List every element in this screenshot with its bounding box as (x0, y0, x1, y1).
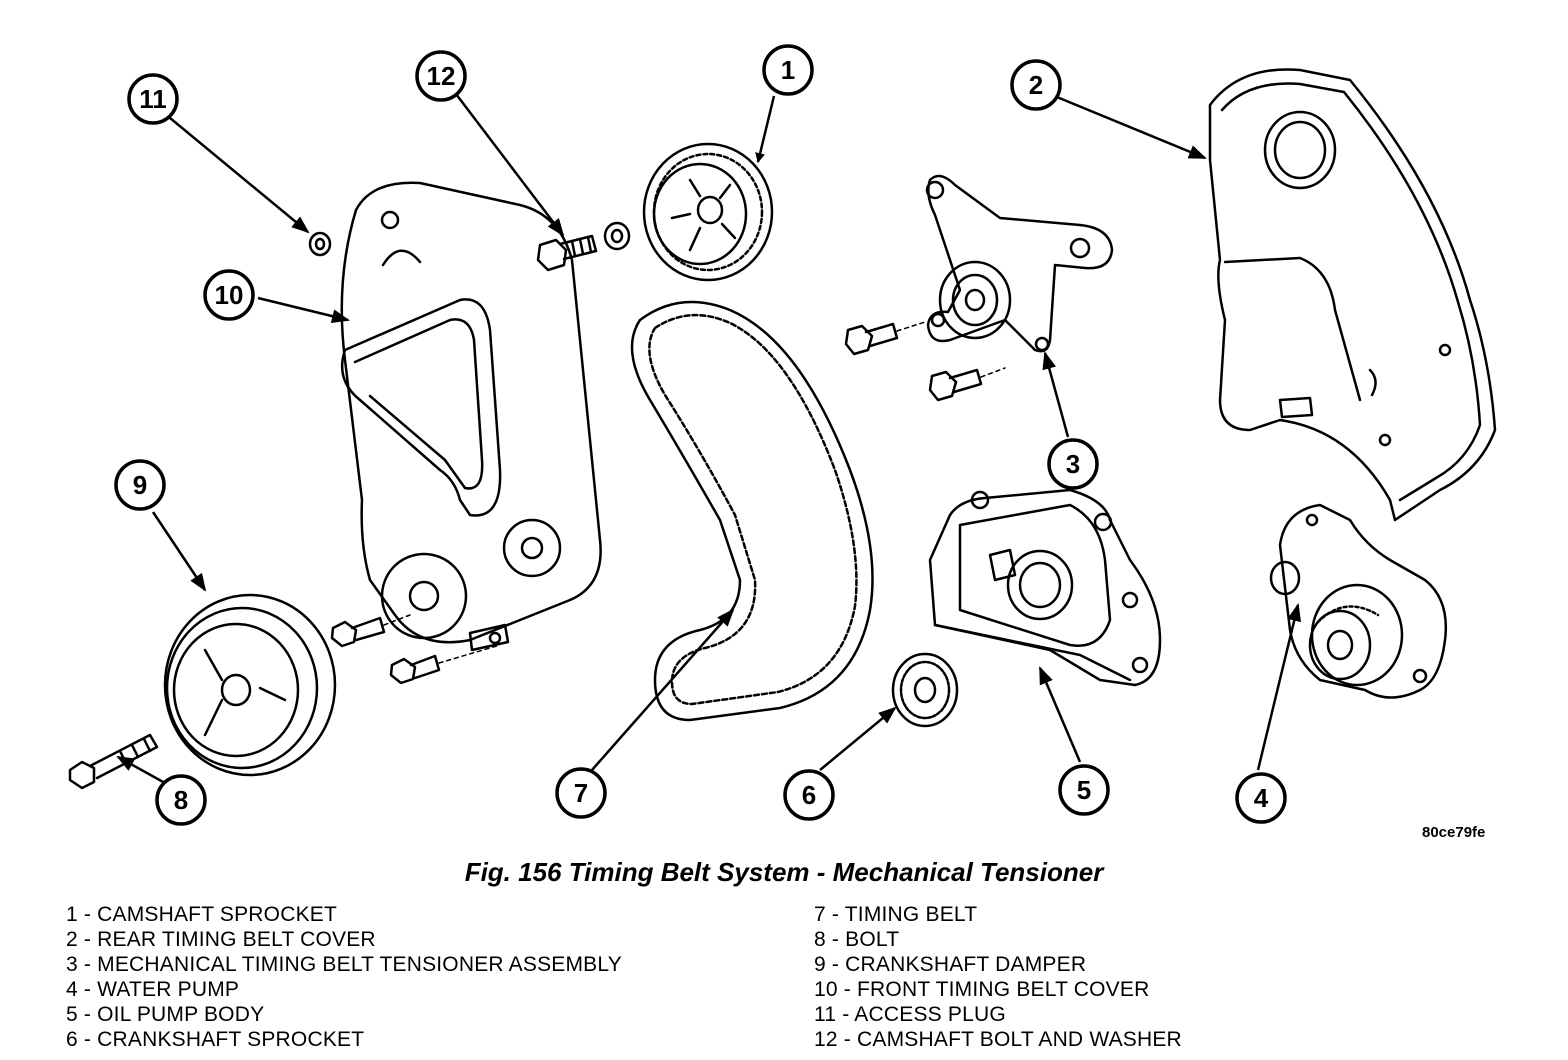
camshaft-bolt-and-washer (536, 221, 631, 272)
legend-item: 2 - REAR TIMING BELT COVER (66, 928, 376, 951)
crankshaft-damper (163, 593, 337, 777)
camshaft-sprocket (642, 142, 774, 282)
access-plug (308, 231, 332, 257)
callout-2: 2 (1029, 70, 1043, 100)
timing-belt-diagram: 1 2 3 4 5 6 7 8 9 10 11 12 (68, 44, 1497, 826)
callout-8: 8 (174, 785, 188, 815)
callout-11: 11 (139, 84, 167, 114)
legend-item: 8 - BOLT (814, 928, 900, 951)
callout-10: 10 (215, 280, 244, 310)
callout-6: 6 (802, 780, 816, 810)
figure-reference-code: 80ce79fe (1422, 824, 1486, 841)
legend-item: 12 - CAMSHAFT BOLT AND WASHER (814, 1028, 1182, 1051)
callout-1: 1 (781, 55, 795, 85)
front-timing-belt-cover (340, 181, 602, 652)
figure-caption: Fig. 156 Timing Belt System - Mechanical… (464, 857, 1104, 887)
timing-belt (630, 300, 874, 722)
legend-left-column: 1 - CAMSHAFT SPROCKET 2 - REAR TIMING BE… (66, 902, 622, 1052)
callout-5: 5 (1077, 775, 1091, 805)
callout-12: 12 (427, 61, 456, 91)
crankshaft-bolt (68, 733, 159, 790)
legend-item: 9 - CRANKSHAFT DAMPER (814, 953, 1087, 976)
callout-4: 4 (1254, 783, 1269, 813)
crankshaft-sprocket (891, 652, 959, 728)
legend-item: 6 - CRANKSHAFT SPROCKET (66, 1028, 365, 1051)
oil-pump-body (928, 488, 1162, 687)
rear-timing-belt-cover (1208, 68, 1497, 522)
mechanical-timing-belt-tensioner (844, 174, 1114, 402)
water-pump (1269, 503, 1447, 699)
legend-item: 11 - ACCESS PLUG (814, 1003, 1006, 1026)
legend-item: 4 - WATER PUMP (66, 978, 240, 1001)
legend-item: 10 - FRONT TIMING BELT COVER (814, 978, 1150, 1001)
callout-7: 7 (574, 778, 588, 808)
legend-right-column: 7 - TIMING BELT 8 - BOLT 9 - CRANKSHAFT … (814, 902, 1182, 1052)
legend-item: 7 - TIMING BELT (814, 903, 978, 926)
callout-3: 3 (1066, 449, 1080, 479)
callout-9: 9 (133, 470, 147, 500)
legend-item: 3 - MECHANICAL TIMING BELT TENSIONER ASS… (66, 953, 622, 976)
legend-item: 1 - CAMSHAFT SPROCKET (66, 903, 338, 926)
front-cover-bolts (330, 614, 501, 685)
legend-item: 5 - OIL PUMP BODY (66, 1003, 265, 1026)
